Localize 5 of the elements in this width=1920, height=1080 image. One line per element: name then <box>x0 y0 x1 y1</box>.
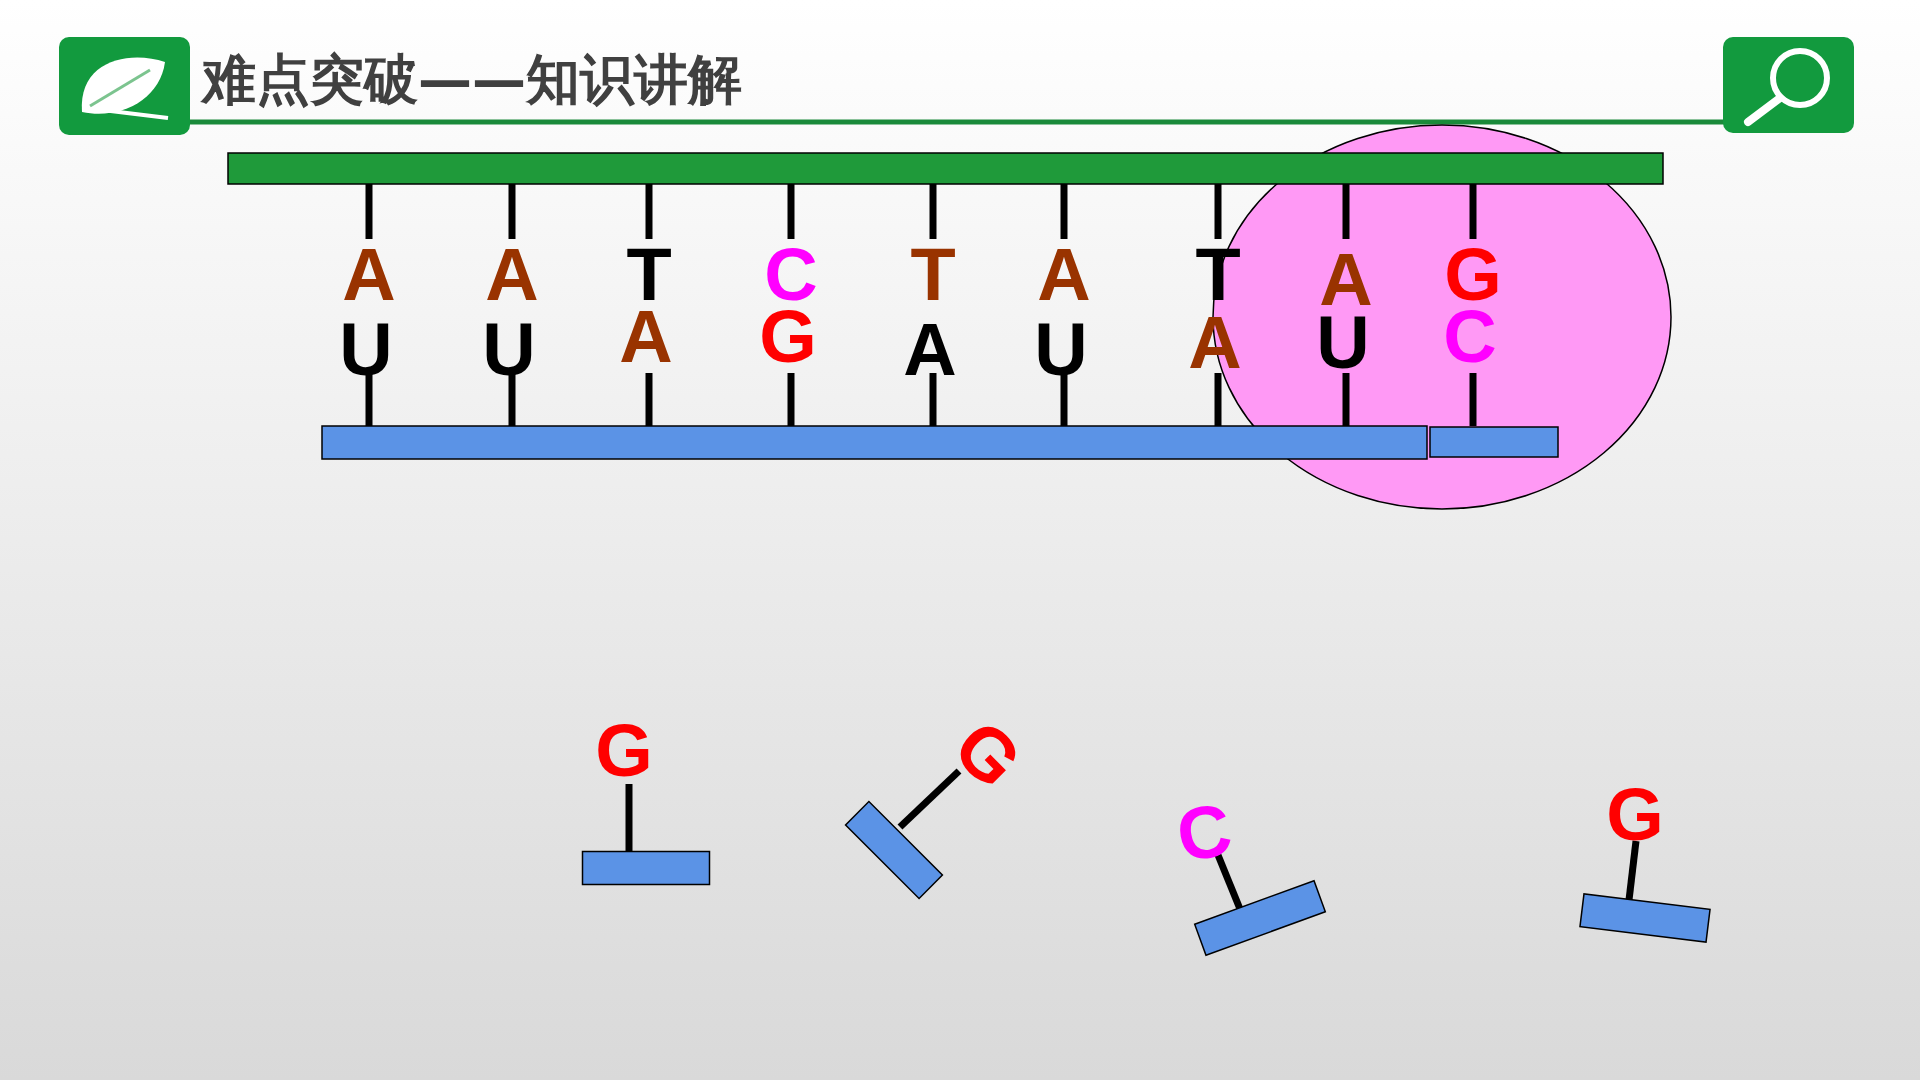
base-letter: G <box>1606 773 1664 856</box>
base-letter: C <box>1170 786 1238 878</box>
base-letter: G <box>938 704 1038 804</box>
base-letter: G <box>595 709 653 792</box>
slide-title: 难点突破——知识讲解 <box>202 47 742 113</box>
